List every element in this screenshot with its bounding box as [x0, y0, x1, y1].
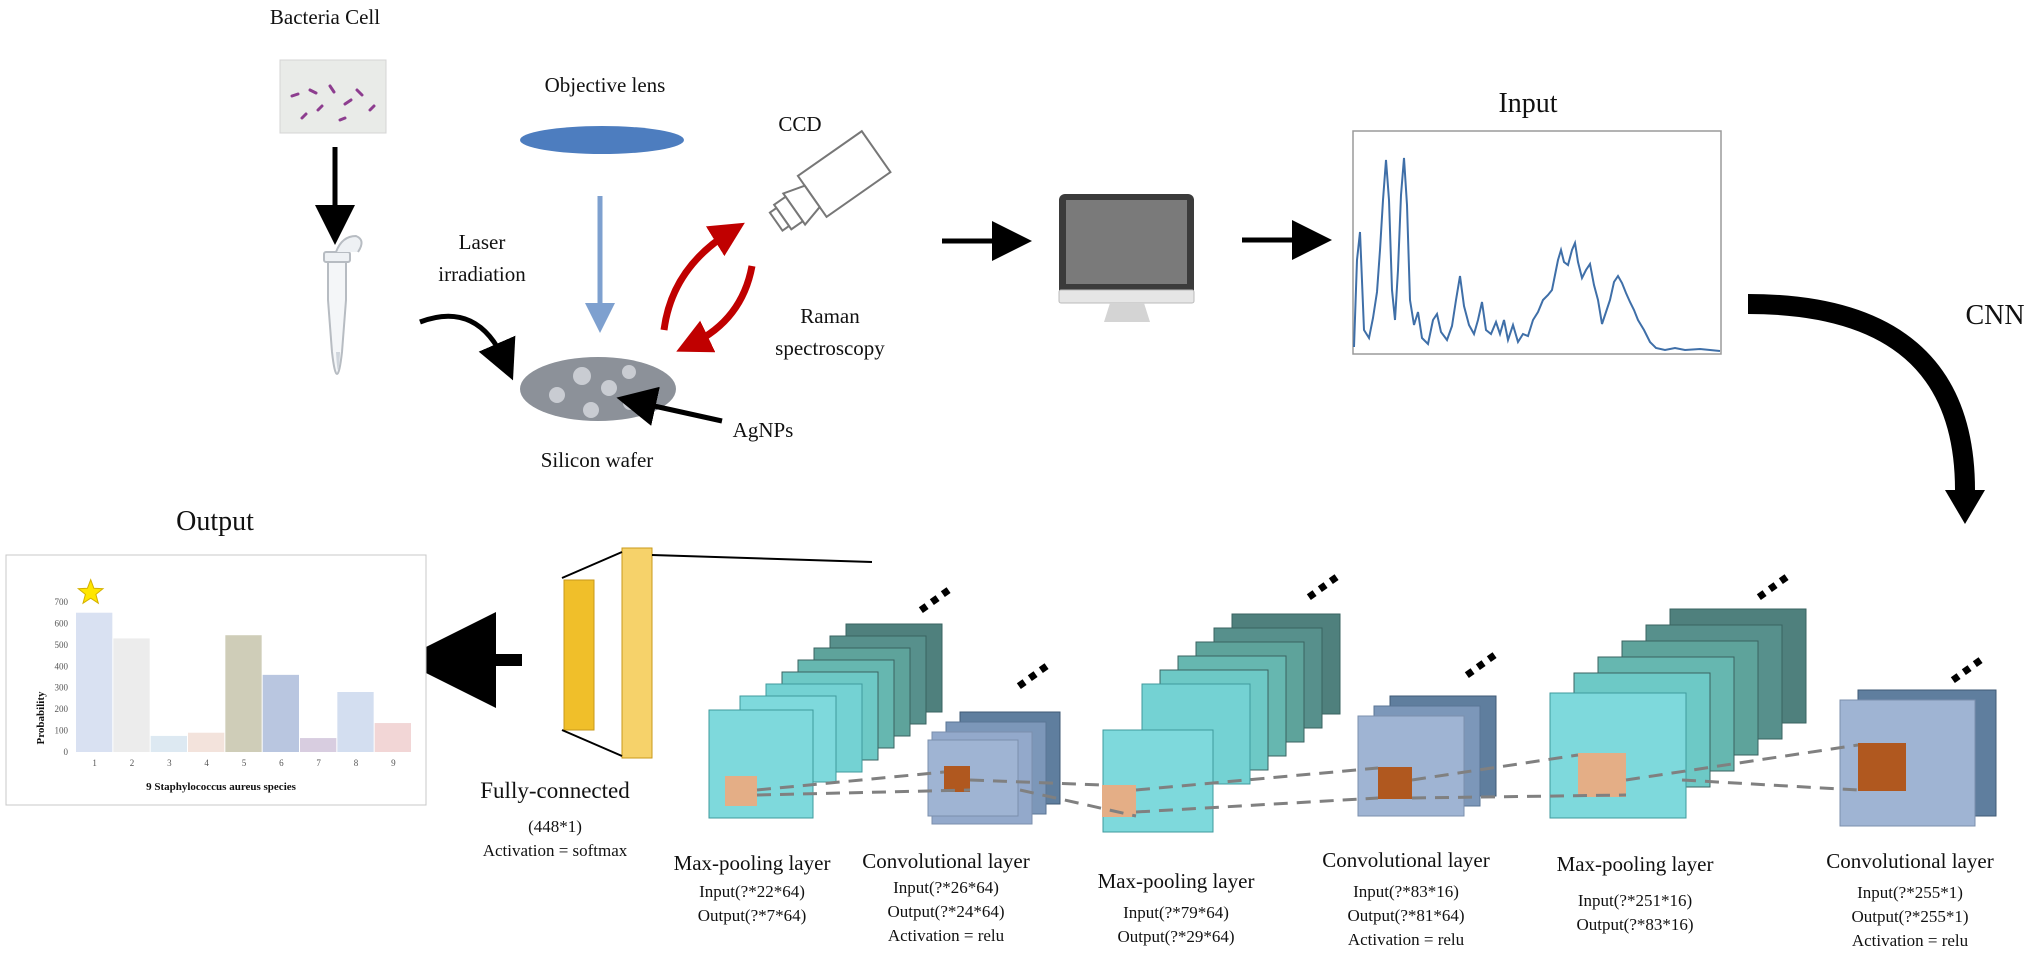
output-bar-chart: 0 100 200 300 400 500 600 700 1 2 3 4 5 6 7 8 9 Probabi…	[35, 578, 411, 793]
mp2-title: Max-pooling layer	[1098, 869, 1255, 893]
chart-y-tick-2: 200	[55, 704, 69, 714]
chart-y-tick-5: 500	[55, 640, 69, 650]
chart-x-tick-7: 7	[316, 758, 321, 768]
mp1-title: Max-pooling layer	[1557, 852, 1714, 876]
chart-x-tick-3: 3	[167, 758, 172, 768]
agnps-label: AgNPs	[733, 418, 794, 442]
mp3-input: Input(?*22*64)	[699, 882, 805, 901]
mp2-output: Output(?*29*64)	[1117, 927, 1234, 946]
cv3-activation: Activation = relu	[888, 926, 1005, 945]
cv2-activation: Activation = relu	[1348, 930, 1465, 949]
conv-layer-2	[1357, 695, 1497, 817]
conv-layer-1	[1839, 689, 1997, 827]
cv1-title: Convolutional layer	[1826, 849, 1993, 873]
fc-title: Fully-connected	[480, 778, 630, 803]
cv3-title: Convolutional layer	[862, 849, 1029, 873]
chart-x-tick-9: 9	[391, 758, 396, 768]
objective-lens-label: Objective lens	[545, 73, 666, 97]
mp1-input: Input(?*251*16)	[1578, 891, 1692, 910]
chart-x-tick-8: 8	[354, 758, 359, 768]
objective-lens-icon	[520, 126, 684, 154]
chart-bar-7	[300, 738, 337, 752]
ellipsis-dots-4	[1306, 574, 1339, 600]
ellipsis-dots-5	[1016, 663, 1049, 689]
red-arrow-down-icon	[676, 265, 756, 353]
output-title: Output	[176, 506, 254, 537]
maxpool-layer-1	[1549, 608, 1807, 819]
computer-monitor-icon	[1058, 194, 1195, 322]
silicon-wafer-label: Silicon wafer	[541, 448, 654, 472]
curved-arrow-icon	[419, 313, 516, 381]
mp3-output: Output(?*7*64)	[698, 906, 807, 925]
output-chart-frame	[5, 554, 427, 806]
chart-x-tick-6: 6	[279, 758, 284, 768]
maxpool-layer-2	[1102, 613, 1341, 833]
ellipsis-dots-6	[918, 587, 951, 613]
chart-y-tick-7: 700	[55, 597, 69, 607]
chart-bar-2	[113, 638, 150, 752]
cv1-output: Output(?*255*1)	[1851, 907, 1968, 926]
chart-x-axis-label: 9 Staphylococcus aureus species	[146, 781, 297, 793]
ellipsis-dots-2	[1756, 574, 1789, 600]
cnn-label: CNN	[1965, 300, 2024, 331]
ellipsis-dots-1	[1950, 657, 1983, 683]
chart-x-tick-4: 4	[204, 758, 209, 768]
laser-label-2: irradiation	[438, 262, 526, 286]
mp1-output: Output(?*83*16)	[1576, 915, 1693, 934]
chart-bar-6	[262, 674, 299, 752]
chart-y-tick-0: 0	[64, 747, 69, 757]
fully-connected-layer	[561, 547, 873, 759]
red-arrow-up-icon	[660, 222, 745, 331]
silicon-wafer-icon	[520, 357, 676, 421]
chart-y-tick-1: 100	[55, 726, 69, 736]
conv-layer-3	[927, 711, 1061, 825]
chart-bar-4	[188, 732, 225, 752]
chart-y-tick-4: 400	[55, 661, 69, 671]
connection-dashed-lines	[756, 743, 1859, 818]
star-icon	[76, 578, 105, 605]
chart-bar-5	[225, 635, 262, 752]
mp2-input: Input(?*79*64)	[1123, 903, 1229, 922]
cv2-output: Output(?*81*64)	[1347, 906, 1464, 925]
chart-x-tick-2: 2	[130, 758, 135, 768]
maxpool-layer-3	[708, 623, 943, 819]
ccd-label: CCD	[778, 112, 821, 136]
chart-y-tick-3: 300	[55, 683, 69, 693]
fc-activation: Activation = softmax	[483, 841, 628, 860]
raman-label-2: spectroscopy	[775, 336, 885, 360]
ellipsis-dots-3	[1464, 652, 1497, 678]
cv1-activation: Activation = relu	[1852, 931, 1969, 950]
cv2-input: Input(?*83*16)	[1353, 882, 1459, 901]
bacteria-cell-label: Bacteria Cell	[270, 5, 380, 29]
bacteria-image	[279, 59, 387, 134]
raman-spectrum-line	[1353, 157, 1721, 352]
mp3-title: Max-pooling layer	[674, 851, 831, 875]
chart-bar-3	[150, 735, 187, 752]
chart-y-axis-label: Probability	[35, 691, 47, 744]
cv2-title: Convolutional layer	[1322, 848, 1489, 872]
cv3-output: Output(?*24*64)	[887, 902, 1004, 921]
fc-shape: (448*1)	[528, 817, 582, 836]
chart-y-tick-6: 600	[55, 618, 69, 628]
chart-x-tick-5: 5	[242, 758, 247, 768]
input-title: Input	[1498, 88, 1557, 119]
sample-tube-icon	[323, 234, 363, 375]
chart-x-tick-1: 1	[92, 758, 97, 768]
laser-label: Laser	[459, 230, 506, 254]
agnps-arrow-icon	[616, 386, 723, 426]
cv1-input: Input(?*255*1)	[1857, 883, 1963, 902]
chart-bar-1	[76, 612, 113, 752]
spectrum-frame	[1352, 130, 1722, 355]
cnn-bent-arrow-icon	[1747, 294, 1985, 524]
chart-bar-8	[337, 692, 374, 752]
raman-label: Raman	[800, 304, 860, 328]
chart-bar-9	[374, 723, 411, 752]
cv3-input: Input(?*26*64)	[893, 878, 999, 897]
ccd-camera-icon	[768, 129, 892, 233]
